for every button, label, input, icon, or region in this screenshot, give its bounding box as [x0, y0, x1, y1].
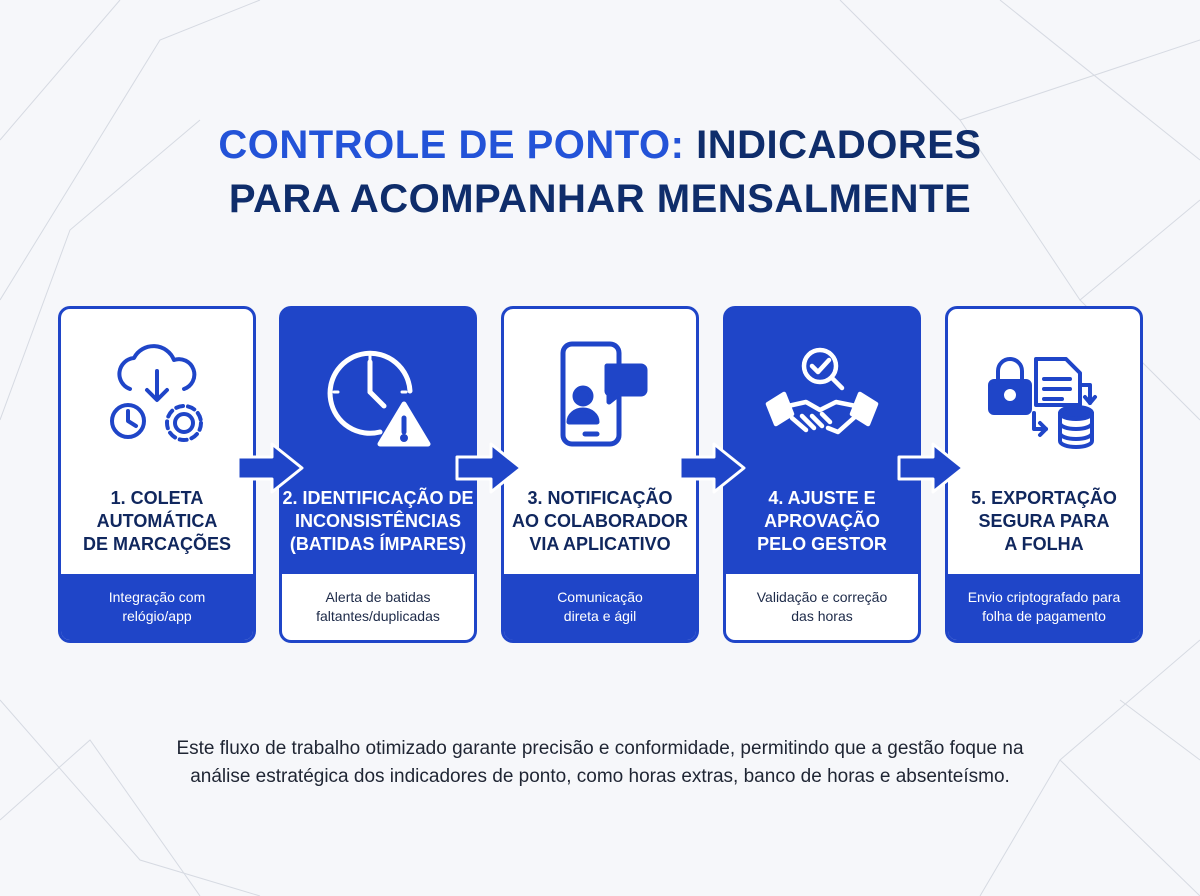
- step-2-label: 2. IDENTIFICAÇÃO DE INCONSISTÊNCIAS (BAT…: [282, 487, 474, 554]
- cloud-sync-icon: [61, 331, 253, 461]
- flow-arrow-2: [455, 442, 523, 494]
- step-5-description: Envio criptografado para folha de pagame…: [948, 574, 1140, 640]
- flow-arrow-4: [897, 442, 965, 494]
- step-card-5: 5. EXPORTAÇÃO SEGURA PARA A FOLHA Envio …: [945, 306, 1143, 643]
- step-1-description: Integração com relógio/app: [61, 574, 253, 640]
- step-card-1: 1. COLETA AUTOMÁTICA DE MARCAÇÕES Integr…: [58, 306, 256, 643]
- flow-arrow-3: [678, 442, 746, 494]
- step-4-label: 4. AJUSTE E APROVAÇÃO PELO GESTOR: [757, 487, 887, 554]
- secure-export-icon: [948, 331, 1140, 461]
- page-title: CONTROLE DE PONTO: INDICADORES PARA ACOM…: [0, 118, 1200, 226]
- phone-chat-icon: [504, 331, 696, 461]
- title-line1-rest: INDICADORES: [696, 123, 982, 167]
- title-line2: PARA ACOMPANHAR MENSALMENTE: [228, 177, 972, 221]
- step-card-4: 4. AJUSTE E APROVAÇÃO PELO GESTOR Valida…: [723, 306, 921, 643]
- step-3-label: 3. NOTIFICAÇÃO AO COLABORADOR VIA APLICA…: [512, 487, 688, 554]
- step-5-label: 5. EXPORTAÇÃO SEGURA PARA A FOLHA: [971, 487, 1117, 554]
- flow-arrow-1: [236, 442, 304, 494]
- step-card-2: 2. IDENTIFICAÇÃO DE INCONSISTÊNCIAS (BAT…: [279, 306, 477, 643]
- step-2-description: Alerta de batidas faltantes/duplicadas: [282, 574, 474, 640]
- clock-alert-icon: [282, 331, 474, 461]
- step-4-description: Validação e correção das horas: [726, 574, 918, 640]
- footer-text: Este fluxo de trabalho otimizado garante…: [176, 738, 1024, 787]
- step-1-label: 1. COLETA AUTOMÁTICA DE MARCAÇÕES: [82, 487, 231, 554]
- handshake-check-icon: [726, 331, 918, 461]
- title-accent: CONTROLE DE PONTO:: [218, 123, 685, 167]
- step-3-description: Comunicação direta e ágil: [504, 574, 696, 640]
- step-card-3: 3. NOTIFICAÇÃO AO COLABORADOR VIA APLICA…: [501, 306, 699, 643]
